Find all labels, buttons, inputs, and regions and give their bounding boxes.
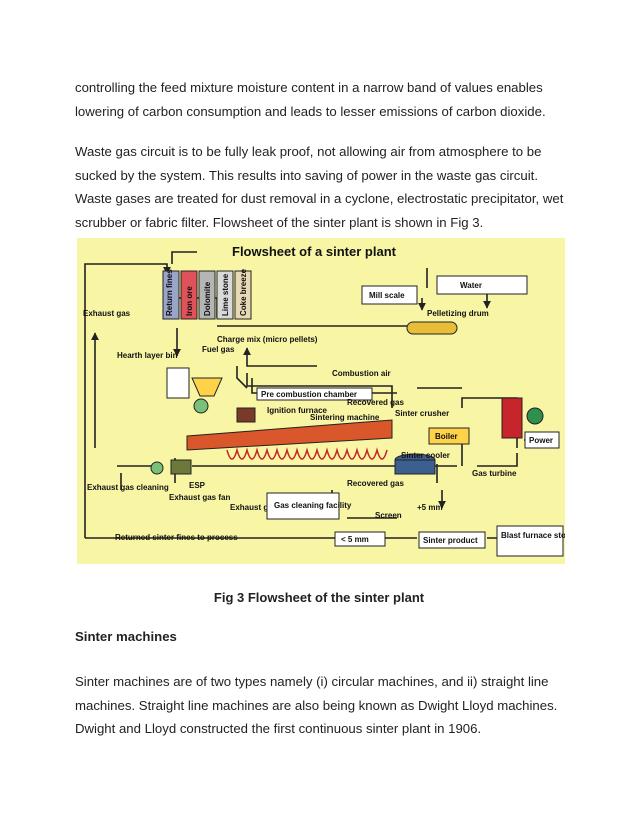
flowsheet-figure: Flowsheet of a sinter plant (77, 238, 565, 564)
exhaust-gas-top-label: Exhaust gas (83, 309, 131, 318)
sintering-machine-label: Sintering machine (310, 413, 380, 422)
blast-furnace-label: Blast furnace stock house (501, 531, 565, 540)
sinter-strand (186, 419, 393, 451)
pre-combustion-chamber-label: Pre combustion chamber (261, 390, 357, 399)
water-label: Water (460, 281, 482, 290)
combustion-air-label: Combustion air (332, 369, 391, 378)
power-label: Power (529, 436, 553, 445)
gas-cleaning-facility-label: Gas cleaning facility (274, 501, 352, 510)
exhaust-gas-fan-label: Exhaust gas fan (169, 493, 230, 502)
ignition-furnace (236, 407, 256, 423)
ignition-furnace-label: Ignition furnace (267, 406, 328, 415)
generator-icon (526, 407, 544, 425)
recovered-gas-bottom-label: Recovered gas (347, 479, 404, 488)
charge-mix-label: Charge mix (micro pellets) (217, 335, 318, 344)
figure-caption: Fig 3 Flowsheet of the sinter plant (213, 590, 425, 605)
esp-box (170, 459, 192, 475)
recovered-gas-top-label: Recovered gas (347, 398, 404, 407)
sinter-crusher-label: Sinter crusher (395, 409, 449, 418)
boiler-label: Boiler (435, 432, 458, 441)
hearth-layer-bin-label: Hearth layer bin (117, 351, 178, 360)
figure-title: Flowsheet of a sinter plant (232, 244, 397, 259)
water-box (436, 275, 528, 295)
exhaust-gas-fan (150, 461, 164, 475)
feed-hopper (191, 377, 223, 397)
paragraph-waste-gas: Waste gas circuit is to be fully leak pr… (75, 144, 564, 230)
wind-boxes (226, 447, 388, 460)
bin-label-coke-breeze: Coke breeze (239, 268, 248, 316)
sinter-product-label: Sinter product (423, 536, 478, 545)
mill-scale-box (361, 285, 418, 305)
bin-label-iron-ore: Iron ore (185, 286, 194, 316)
minus5mm-label: < 5 mm (341, 535, 369, 544)
exhaust-gas-cleaning-label: Exhaust gas cleaning (87, 483, 169, 492)
gas-cleaning-facility-box (266, 492, 340, 520)
pelletizing-drum-label: Pelletizing drum (427, 309, 489, 318)
blast-furnace-box (496, 525, 564, 557)
boiler (428, 427, 470, 445)
plus5mm-label: +5 mm (417, 503, 443, 512)
paragraph-sinter-machines: Sinter machines are of two types namely … (75, 674, 558, 736)
sinter-cooler-label: Sinter cooler (401, 451, 450, 460)
generator (501, 397, 523, 439)
bin-label-dolomite: Dolomite (203, 281, 212, 316)
drum-feeder (193, 398, 209, 414)
section-heading: Sinter machines (75, 629, 177, 644)
paragraph-feed-moisture: controlling the feed mixture moisture co… (75, 80, 546, 119)
bin-label-return-fines: Return fines (165, 269, 174, 316)
mill-scale-label: Mill scale (369, 291, 405, 300)
esp-label: ESP (189, 481, 206, 490)
pelletizing-drum (406, 321, 458, 335)
bin-label-lime-stone: Lime stone (221, 273, 230, 316)
sinter-product-box (418, 531, 486, 549)
fuel-gas-label: Fuel gas (202, 345, 235, 354)
returned-sinter-fines-label: Returned sinter fines to process (115, 533, 238, 542)
exhaust-gas-bottom-label: Exhaust gas (230, 503, 278, 512)
hearth-layer-bin (166, 367, 190, 399)
gas-turbine-label: Gas turbine (472, 469, 517, 478)
screen-label: Screen (375, 511, 402, 520)
